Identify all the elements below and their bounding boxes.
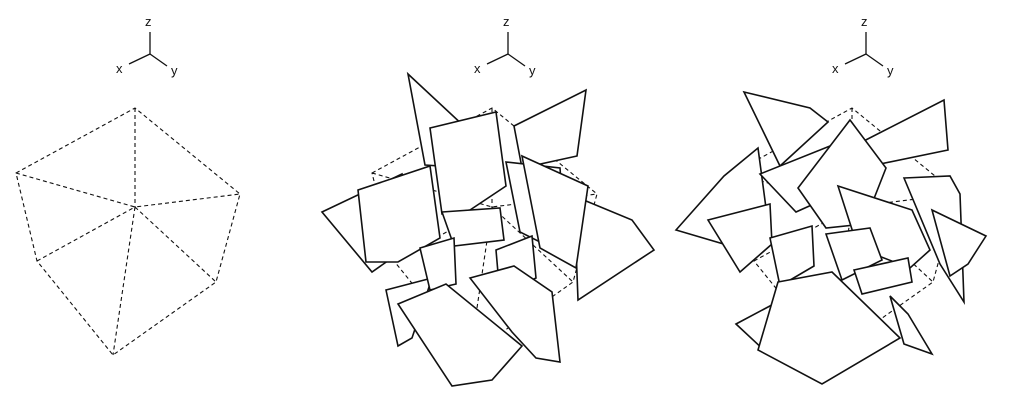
plate: [769, 224, 815, 288]
plates-random: [674, 90, 988, 385]
plate: [573, 194, 656, 302]
plate: [419, 236, 457, 291]
axis-y-line: [149, 53, 168, 67]
plate: [852, 257, 913, 295]
plate: [520, 154, 589, 270]
panel-2: z x y: [320, 14, 656, 387]
panel-3: z x y: [674, 14, 988, 385]
plate: [429, 111, 507, 215]
plates-ordered: [320, 71, 656, 387]
cube-edges: [15, 107, 241, 356]
plate: [468, 265, 561, 363]
plate: [396, 283, 524, 387]
axis-z-label: z: [503, 14, 510, 29]
axis-z-label: z: [145, 14, 152, 29]
axis-y-label: y: [887, 63, 894, 78]
plate: [930, 208, 988, 278]
axis-x-label: x: [832, 61, 839, 76]
plate: [742, 90, 830, 168]
axis-z-label: z: [861, 14, 868, 29]
axis-x-label: x: [474, 61, 481, 76]
axis-triad-2: z x y: [474, 14, 536, 78]
wireframe-cube-1: [15, 107, 241, 356]
plate: [357, 164, 441, 263]
panel-1: z x y: [15, 14, 241, 356]
plate: [757, 271, 902, 385]
plate: [513, 88, 587, 169]
axis-triad-1: z x y: [116, 14, 178, 78]
axis-x-label: x: [116, 61, 123, 76]
plate: [889, 295, 934, 356]
axis-y-label: y: [171, 63, 178, 78]
axis-y-line: [865, 53, 884, 67]
axis-x-line: [844, 53, 867, 65]
axis-triad-3: z x y: [832, 14, 894, 78]
axis-y-label: y: [529, 63, 536, 78]
axis-y-line: [507, 53, 526, 67]
axis-x-line: [128, 53, 151, 65]
axis-x-line: [486, 53, 509, 65]
plate: [440, 207, 505, 247]
